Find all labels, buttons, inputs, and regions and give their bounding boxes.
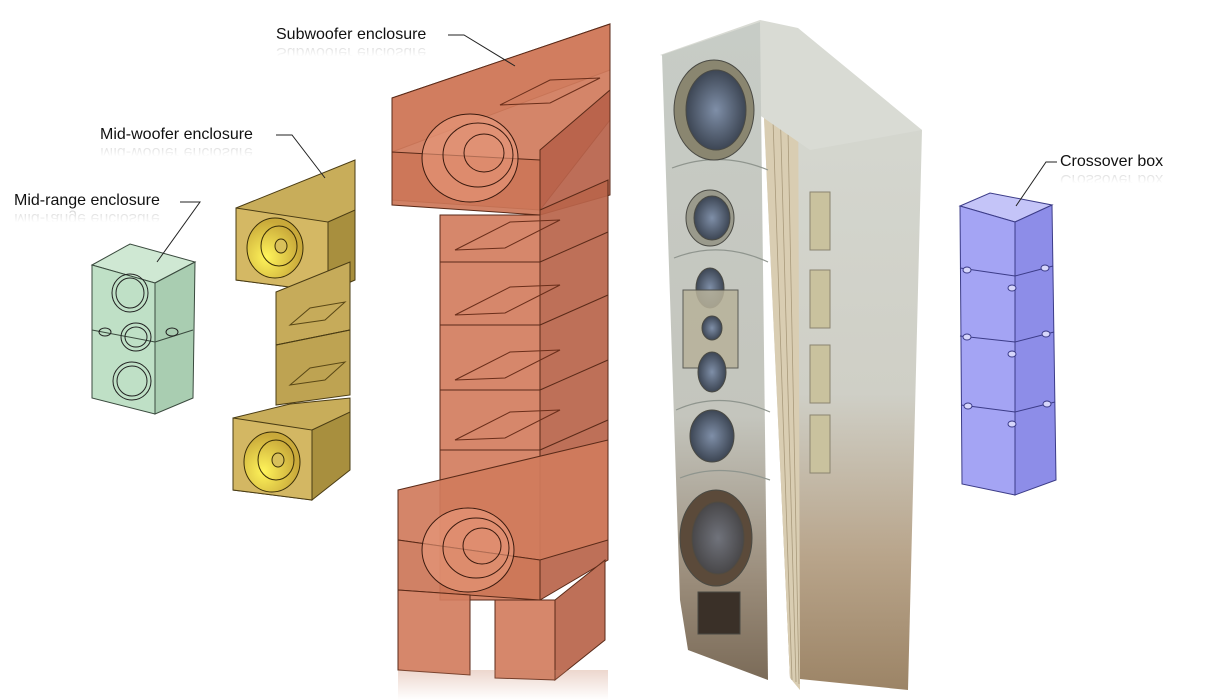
mid-woofer-enclosure-text: Mid-woofer enclosure (100, 126, 253, 143)
mid-range-enclosure-label: Mid-range enclosure Mid-range enclosure (14, 192, 160, 227)
subwoofer-enclosure (391, 23, 611, 700)
crossover-box-text: Crossover box (1060, 153, 1164, 170)
leader-mid-woofer (276, 134, 326, 179)
leader-mid-range (156, 201, 201, 263)
subwoofer-enclosure-label: Subwoofer enclosure Subwoofer enclosure (276, 26, 427, 61)
subwoofer-enclosure-reflection: Subwoofer enclosure (276, 44, 427, 61)
leader-crossover (1015, 161, 1057, 207)
crossover-box-label: Crossover box Crossover box (1060, 153, 1164, 188)
crossover-box-reflection: Crossover box (1060, 171, 1164, 188)
mid-range-enclosure-text: Mid-range enclosure (14, 192, 160, 209)
mid-woofer-enclosure-reflection: Mid-woofer enclosure (100, 144, 253, 161)
mid-range-enclosure-reflection: Mid-range enclosure (14, 210, 160, 227)
mid-woofer-enclosure (232, 159, 356, 502)
assembled-speaker-cabinet (660, 20, 922, 690)
cabinet-drivers (673, 59, 755, 635)
crossover-box (958, 192, 1057, 496)
leader-subwoofer (448, 34, 516, 67)
cabinet-side-ports (809, 191, 831, 474)
mid-range-enclosure (90, 243, 197, 415)
subwoofer-enclosure-text: Subwoofer enclosure (276, 26, 427, 43)
mid-woofer-enclosure-label: Mid-woofer enclosure Mid-woofer enclosur… (100, 126, 253, 161)
leader-lines (156, 34, 1057, 263)
